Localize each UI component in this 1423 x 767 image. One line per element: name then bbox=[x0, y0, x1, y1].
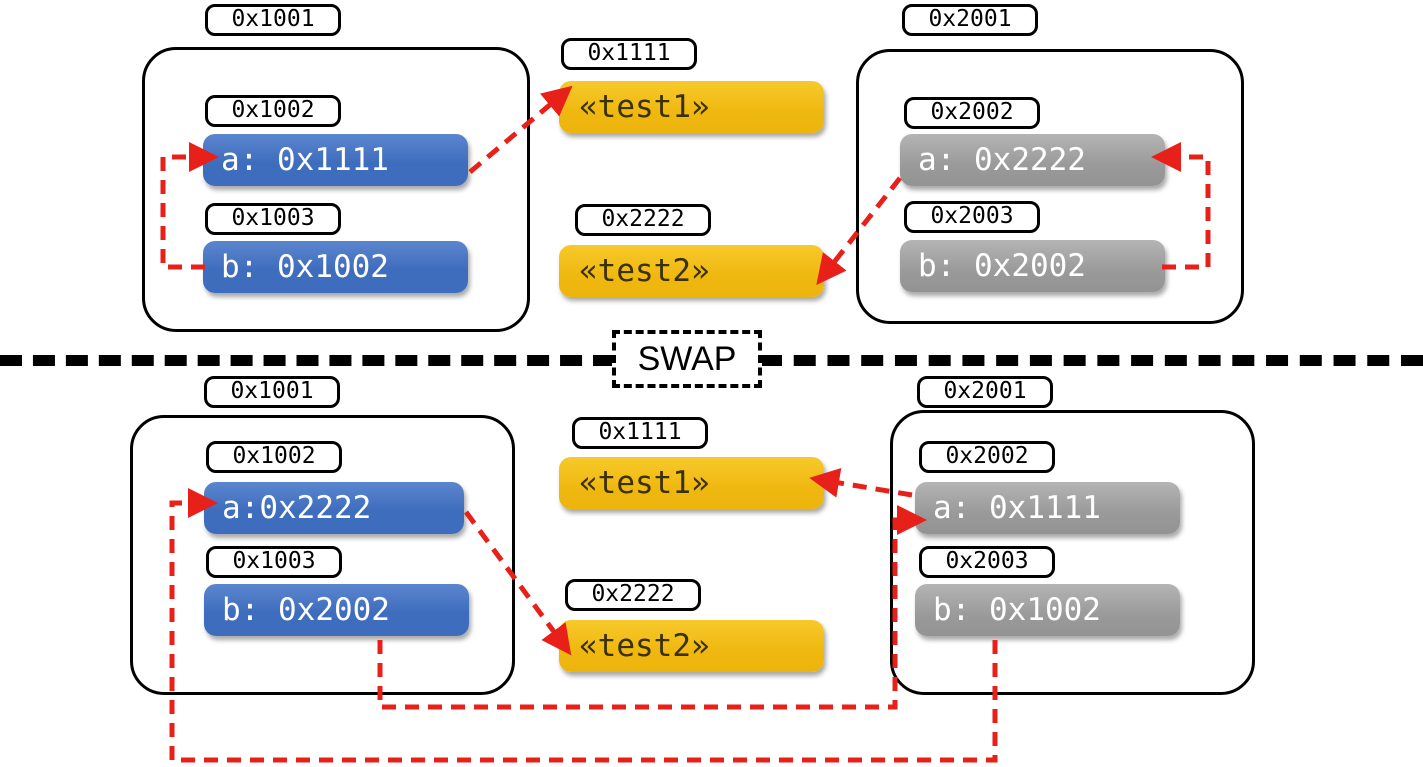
before-heap1-value: «test2» bbox=[559, 245, 824, 297]
before-right-frame-address: 0x2001 bbox=[902, 4, 1038, 36]
before-heap1-address: 0x2222 bbox=[575, 204, 711, 236]
before-left-slot0-value: a: 0x1111 bbox=[203, 134, 468, 186]
before-left-frame-address: 0x1001 bbox=[205, 4, 341, 36]
before-left-slot1-address: 0x1003 bbox=[205, 203, 341, 235]
swap-divider-line-left bbox=[0, 355, 615, 366]
before-right-slot1-address: 0x2003 bbox=[904, 201, 1040, 233]
after-left-slot1-address: 0x1003 bbox=[206, 546, 342, 578]
after-right-slot0-value: a: 0x1111 bbox=[915, 482, 1180, 534]
after-heap1-value: «test2» bbox=[559, 620, 824, 672]
before-heap0-value: «test1» bbox=[559, 81, 824, 133]
after-heap1-address: 0x2222 bbox=[565, 579, 701, 611]
before-heap0-address: 0x1111 bbox=[561, 38, 697, 70]
after-right-slot1-value: b: 0x1002 bbox=[915, 584, 1180, 636]
swap-divider-line-right bbox=[760, 355, 1423, 366]
before-right-slot0-address: 0x2002 bbox=[904, 97, 1040, 129]
before-left-slot1-value: b: 0x1002 bbox=[203, 241, 468, 293]
after-heap0-address: 0x1111 bbox=[572, 417, 708, 449]
after-left-frame-address: 0x1001 bbox=[204, 376, 340, 408]
before-left-slot0-address: 0x1002 bbox=[205, 95, 341, 127]
after-left-slot1-value: b: 0x2002 bbox=[204, 584, 469, 636]
after-left-slot0-value: a:0x2222 bbox=[204, 482, 464, 534]
after-heap0-value: «test1» bbox=[559, 457, 824, 509]
before-right-slot0-value: a: 0x2222 bbox=[900, 134, 1165, 186]
after-right-slot0-address: 0x2002 bbox=[919, 441, 1055, 473]
after-right-frame-address: 0x2001 bbox=[917, 376, 1053, 408]
after-left-slot0-address: 0x1002 bbox=[206, 441, 342, 473]
swap-label: SWAP bbox=[612, 330, 762, 388]
before-right-slot1-value: b: 0x2002 bbox=[900, 240, 1165, 292]
after-right-slot1-address: 0x2003 bbox=[919, 546, 1055, 578]
